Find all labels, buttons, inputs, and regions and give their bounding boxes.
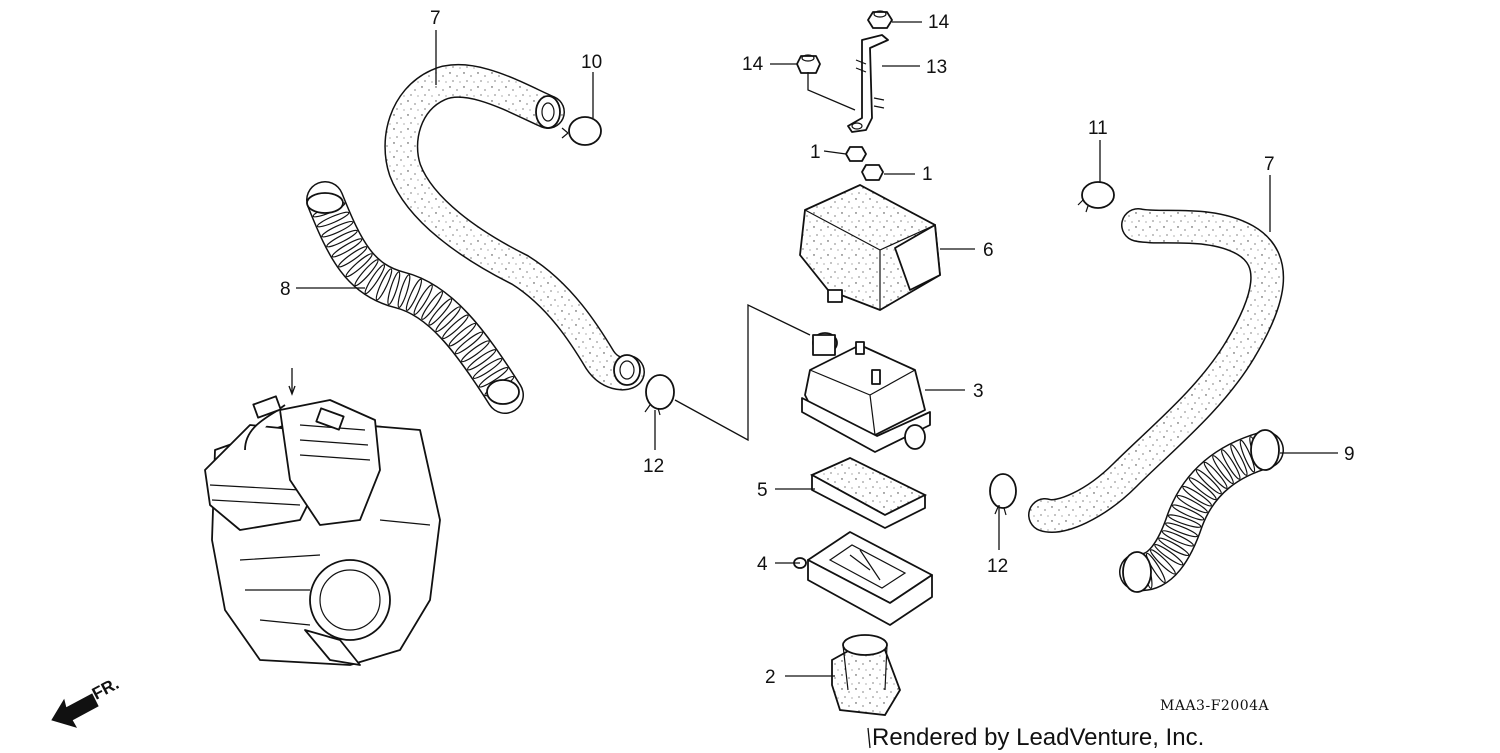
bracket-13	[847, 34, 889, 133]
hose-rib	[428, 298, 453, 326]
corrugated-hose-8	[306, 181, 524, 414]
filter-case-3	[801, 332, 931, 453]
callout-10: 10	[581, 52, 602, 73]
callout-12-right: 12	[987, 556, 1008, 577]
hose-rib	[448, 322, 477, 347]
hose-rib	[321, 220, 354, 238]
hose-rib	[454, 331, 484, 355]
credit-text: Rendered by LeadVenture, Inc.	[872, 724, 1204, 751]
callout-14-left: 14	[742, 54, 764, 75]
hose-rib	[472, 358, 503, 379]
credit-tick	[867, 727, 871, 749]
hose-rib	[338, 246, 368, 268]
clamp-12-right	[989, 473, 1017, 516]
hose-rib	[326, 229, 358, 248]
callout-7-left: 7	[430, 8, 441, 29]
hose-rib	[375, 268, 393, 301]
corrugated-hose-9	[1119, 429, 1284, 593]
hose-rib	[1188, 477, 1217, 501]
callout-1-left: 1	[810, 142, 821, 163]
case-base-4	[793, 531, 933, 626]
hose-rib	[1161, 530, 1194, 547]
hose-7-right	[1028, 208, 1285, 533]
front-direction-arrow: FR.	[51, 674, 122, 728]
hose-rib	[331, 238, 363, 258]
callout-14-top: 14	[928, 12, 950, 33]
nut-1-left	[845, 146, 867, 162]
leader-lines	[296, 21, 1338, 677]
hose-rib	[1212, 455, 1234, 485]
hose-rib	[316, 211, 350, 228]
callout-11: 11	[1088, 118, 1108, 139]
nut-14-left	[796, 54, 821, 74]
hose-rib	[1203, 461, 1228, 489]
hose-rib	[413, 284, 433, 315]
hose-rib	[1167, 514, 1202, 528]
filter-element-5	[809, 457, 928, 529]
hose-rib	[354, 259, 379, 287]
callout-2: 2	[765, 667, 776, 688]
hose-rib	[1158, 537, 1190, 557]
hose-rib	[478, 367, 509, 388]
hose-rib	[1154, 543, 1184, 566]
callout-6: 6	[983, 240, 994, 261]
hose-rib	[364, 264, 386, 295]
hose-rib	[345, 253, 373, 278]
callout-5: 5	[757, 480, 768, 501]
hose-rib	[1182, 485, 1212, 507]
drawing-code: MAA3-F2004A	[1160, 698, 1270, 714]
engine-illustration	[204, 368, 441, 666]
hose-rib	[1221, 449, 1241, 480]
hose-rib	[1195, 469, 1222, 495]
hose-rib	[405, 278, 423, 311]
callout-12-left: 12	[643, 456, 664, 477]
hose-rib	[461, 340, 490, 363]
hose-rib	[1171, 504, 1205, 521]
hose-rib	[1230, 444, 1248, 476]
hose-rib	[1239, 439, 1256, 473]
nut-14-top	[867, 10, 893, 29]
callout-numbers: 7 10 8 12 14 14 13 1 1 6 3 5 4 2 11 7 9 …	[280, 8, 1355, 688]
cover-6	[799, 183, 941, 311]
hose-rib	[1149, 549, 1176, 575]
hose-rib	[1145, 552, 1166, 584]
boot-2	[831, 634, 901, 716]
callout-4: 4	[757, 554, 768, 575]
callout-13: 13	[926, 57, 947, 78]
callout-7-right: 7	[1264, 154, 1275, 175]
clamp-10	[561, 116, 602, 146]
callout-3: 3	[973, 381, 984, 402]
callout-8: 8	[280, 279, 291, 300]
hose-rib	[442, 314, 469, 340]
hose-rib	[1165, 522, 1198, 538]
callout-9: 9	[1344, 444, 1355, 465]
clamp-12-left	[644, 374, 675, 416]
clamp-11	[1077, 181, 1115, 213]
hose-rib	[435, 306, 461, 333]
hose-rib	[421, 291, 444, 320]
hose-rib	[387, 271, 401, 306]
callout-1-right: 1	[922, 164, 933, 185]
hose-rib	[467, 349, 497, 371]
hose-rib	[1176, 494, 1208, 514]
hose-7-left	[384, 63, 645, 391]
hose-rib	[397, 274, 411, 308]
nut-1-right	[861, 164, 884, 181]
